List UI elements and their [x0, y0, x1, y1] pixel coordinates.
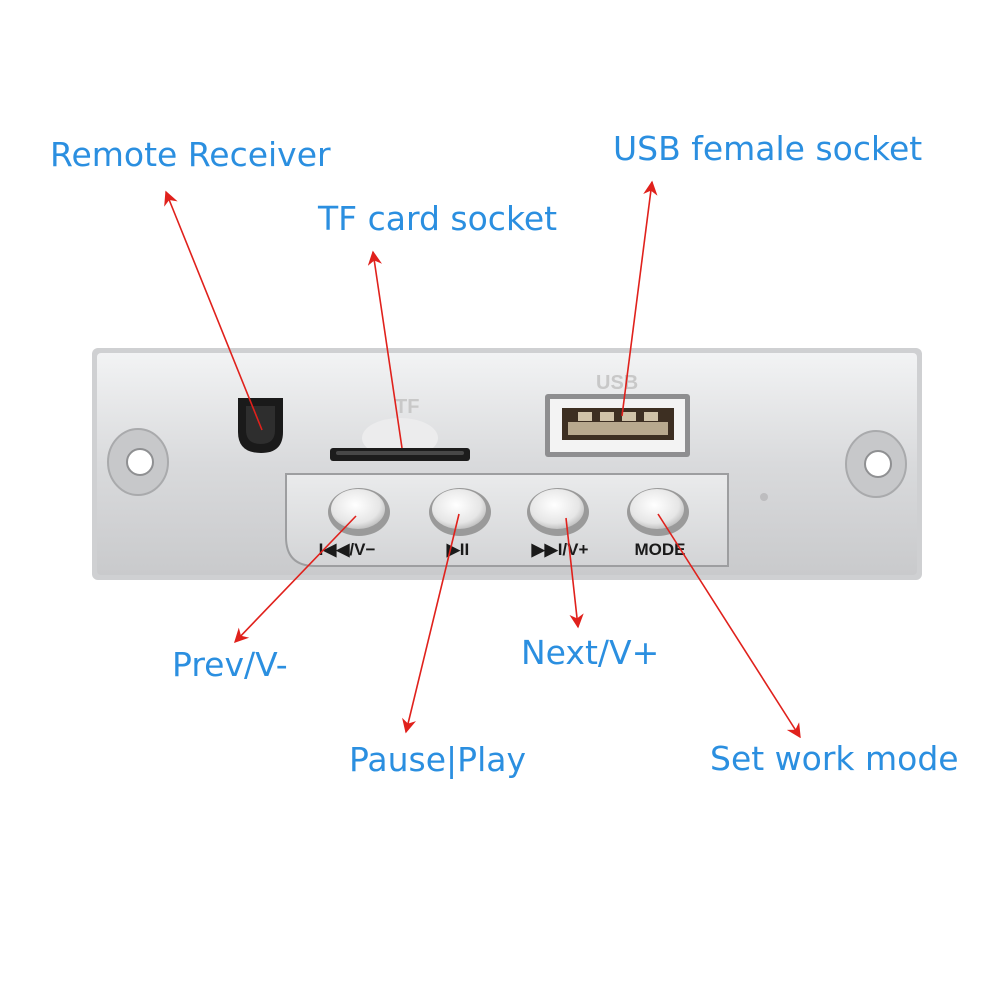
arrow-mode	[657, 513, 801, 739]
arrow-usb-socket	[621, 180, 658, 417]
callout-pause-play: Pause|Play	[349, 740, 526, 779]
mounting-hole-right	[845, 430, 907, 498]
mode-button[interactable]	[627, 488, 689, 536]
prev-button-label: I◀◀/V−	[319, 540, 376, 559]
play-pause-button[interactable]	[429, 488, 491, 536]
callout-set-work-mode: Set work mode	[710, 739, 959, 778]
arrow-next	[565, 517, 584, 629]
arrow-pause-play	[402, 513, 460, 734]
callout-arrows	[164, 180, 801, 739]
callout-remote-receiver: Remote Receiver	[50, 135, 331, 174]
next-button-label: ▶▶I/V+	[531, 540, 589, 559]
front-panel: TF USB	[92, 348, 922, 580]
tf-engraving: TF	[395, 396, 419, 418]
callout-usb-female-socket: USB female socket	[613, 129, 923, 168]
mode-button-label: MODE	[635, 540, 686, 559]
arrow-remote-receiver	[164, 190, 263, 431]
prev-button[interactable]	[328, 488, 390, 536]
usb-engraving: USB	[596, 372, 638, 394]
callout-next: Next/V+	[521, 633, 660, 672]
button-bezel	[285, 473, 729, 567]
callout-prev: Prev/V-	[172, 645, 288, 684]
arrow-tf-card-socket	[367, 250, 403, 449]
status-led	[760, 493, 768, 501]
mounting-hole-left	[107, 428, 169, 496]
callout-tf-card-socket: TF card socket	[318, 199, 558, 238]
usb-socket: USB	[545, 372, 690, 457]
next-button[interactable]	[527, 488, 589, 536]
arrow-prev	[234, 515, 357, 644]
